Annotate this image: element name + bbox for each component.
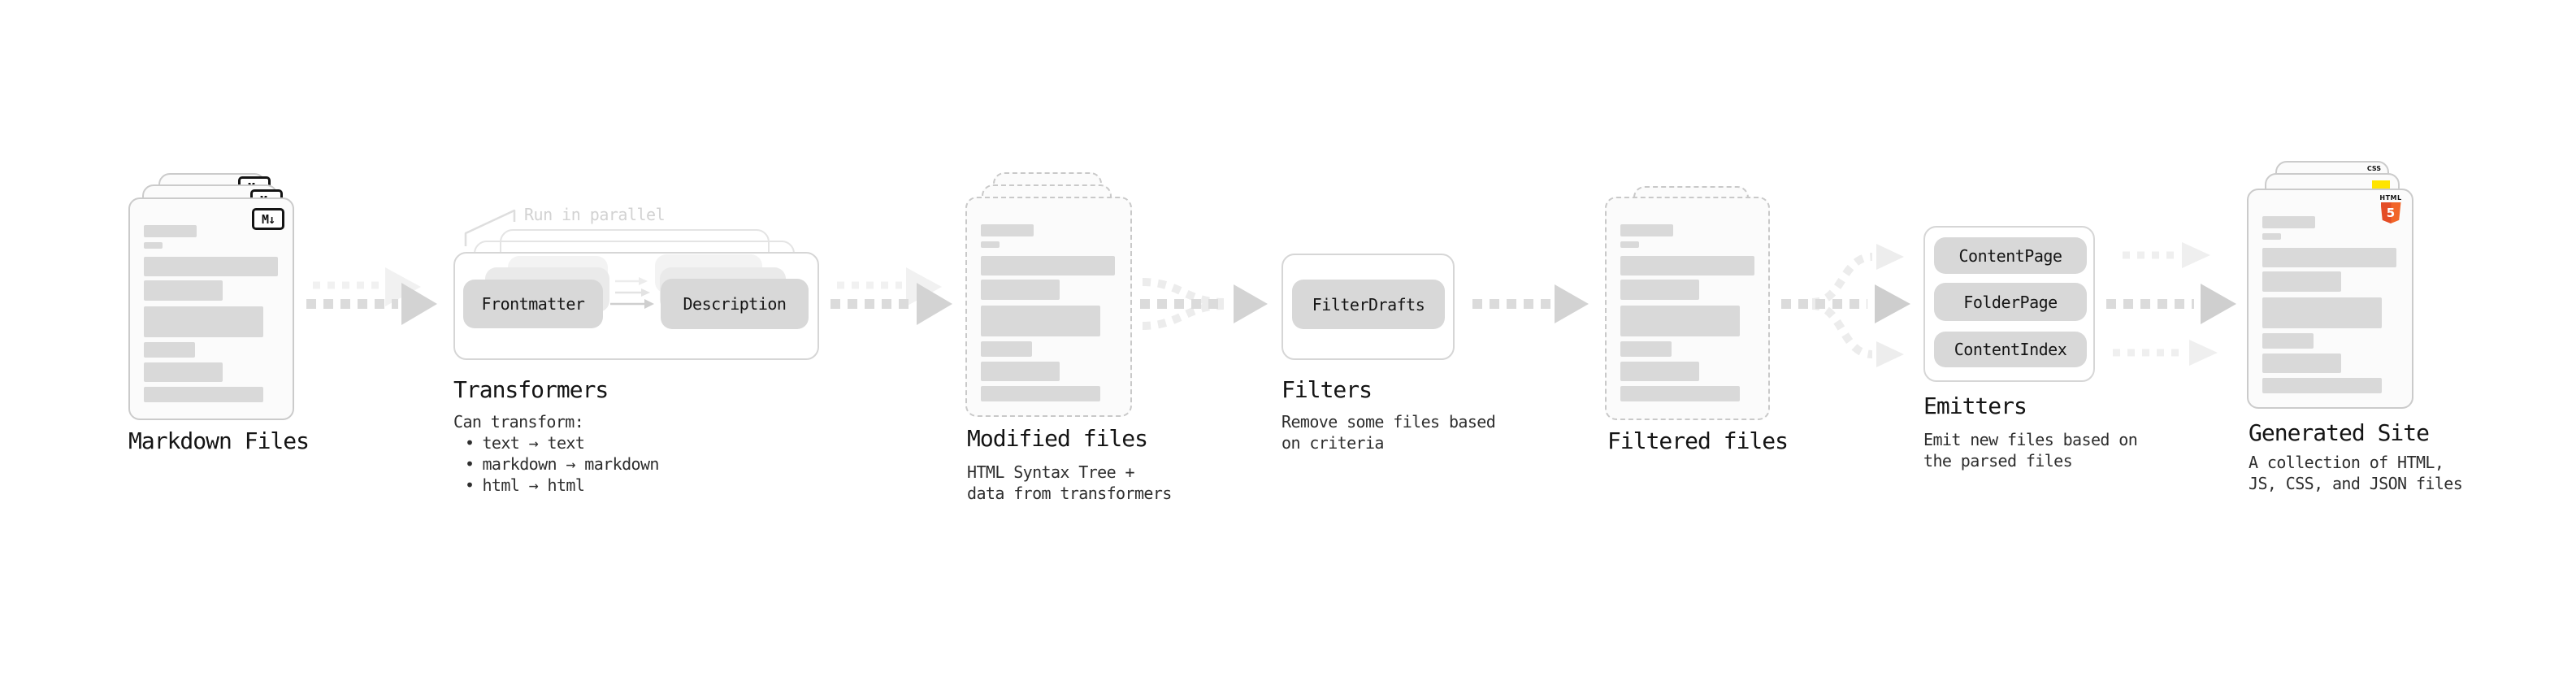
- modified-file-card: [965, 197, 1132, 417]
- placeholder-bar: [1620, 306, 1740, 336]
- transformers-description: Can transform: •text → text •markdown → …: [453, 411, 659, 496]
- description-line: JS, CSS, and JSON files: [2249, 474, 2463, 493]
- placeholder-bar: [144, 306, 263, 337]
- placeholder-bar: [1620, 280, 1699, 300]
- placeholder-bar: [2262, 333, 2314, 349]
- arrow-markdown-to-transformers: [306, 267, 437, 325]
- filter-pill-filterdrafts: FilterDrafts: [1292, 280, 1445, 329]
- description-line: Emit new files based on: [1923, 430, 2138, 449]
- placeholder-bar: [981, 341, 1032, 357]
- run-in-parallel-callout: Run in parallel: [524, 205, 666, 224]
- arrow-transformers-to-modified: [830, 267, 952, 325]
- transformer-pill-description: Description: [661, 279, 809, 329]
- markdown-files-label: Markdown Files: [128, 427, 310, 454]
- filters-description: Remove some files based on criteria: [1281, 411, 1496, 453]
- placeholder-bar: [144, 257, 278, 276]
- description-line: Can transform:: [453, 412, 584, 432]
- placeholder-bar: [2262, 378, 2382, 393]
- emitter-pill-contentpage: ContentPage: [1934, 237, 2087, 274]
- placeholder-bar: [1620, 224, 1673, 236]
- placeholder-bar: [144, 242, 163, 249]
- filters-label: Filters: [1281, 376, 1373, 403]
- description-line: on criteria: [1281, 433, 1384, 453]
- javascript-icon: [2372, 180, 2390, 189]
- html5-icon: HTML 5: [2379, 194, 2403, 223]
- arrow-emitters-to-site: [2106, 242, 2236, 366]
- placeholder-bar: [981, 306, 1100, 336]
- transformers-label: Transformers: [453, 376, 609, 403]
- generated-site-description: A collection of HTML, JS, CSS, and JSON …: [2249, 452, 2463, 494]
- placeholder-bar: [1620, 362, 1699, 381]
- placeholder-bar: [144, 225, 197, 237]
- modified-files-label: Modified files: [967, 425, 1148, 452]
- placeholder-bar: [981, 256, 1115, 275]
- emitters-label: Emitters: [1923, 393, 2027, 419]
- placeholder-bar: [1620, 386, 1740, 401]
- description-line: the parsed files: [1923, 451, 2073, 471]
- placeholder-bar: [2262, 297, 2382, 328]
- placeholder-bar: [981, 280, 1060, 300]
- site-file-card: HTML 5: [2247, 189, 2413, 409]
- placeholder-bar: [1620, 241, 1639, 248]
- placeholder-bar: [2262, 354, 2341, 373]
- emitter-pill-folderpage: FolderPage: [1934, 283, 2087, 321]
- emitters-description: Emit new files based on the parsed files: [1923, 429, 2138, 471]
- arrow-modified-to-filters-converge: [1140, 278, 1268, 330]
- placeholder-bar: [981, 386, 1100, 401]
- placeholder-bar: [981, 362, 1060, 381]
- arrow-filters-to-filtered: [1472, 284, 1589, 323]
- placeholder-bar: [981, 224, 1034, 236]
- placeholder-bar: [1620, 341, 1672, 357]
- bullet-line: •text → text: [465, 433, 585, 453]
- transformer-pill-frontmatter: Frontmatter: [463, 280, 603, 328]
- description-line: HTML Syntax Tree +: [967, 462, 1135, 482]
- bullet-line: •html → html: [465, 475, 585, 495]
- placeholder-bar: [144, 280, 223, 301]
- bullet-line: •markdown → markdown: [465, 454, 659, 474]
- modified-files-description: HTML Syntax Tree + data from transformer…: [967, 462, 1172, 504]
- placeholder-bar: [144, 342, 195, 358]
- placeholder-bar: [2262, 271, 2341, 292]
- placeholder-bar: [1620, 256, 1754, 275]
- filtered-files-label: Filtered files: [1607, 427, 1789, 454]
- description-line: Remove some files based: [1281, 412, 1496, 432]
- generated-site-label: Generated Site: [2249, 419, 2430, 446]
- emitter-pill-contentindex: ContentIndex: [1934, 332, 2087, 367]
- placeholder-bar: [2262, 248, 2396, 267]
- placeholder-bar: [981, 241, 1000, 248]
- description-line: A collection of HTML,: [2249, 453, 2444, 472]
- filtered-file-card: [1605, 197, 1770, 420]
- description-line: data from transformers: [967, 484, 1172, 503]
- markdown-file-card: M↓: [128, 197, 294, 420]
- arrow-filtered-to-emitters-fork: [1781, 244, 1910, 367]
- placeholder-bar: [144, 362, 223, 382]
- placeholder-bar: [144, 387, 263, 402]
- markdown-icon: M↓: [252, 208, 284, 230]
- placeholder-bar: [2262, 216, 2315, 228]
- placeholder-bar: [2262, 233, 2281, 240]
